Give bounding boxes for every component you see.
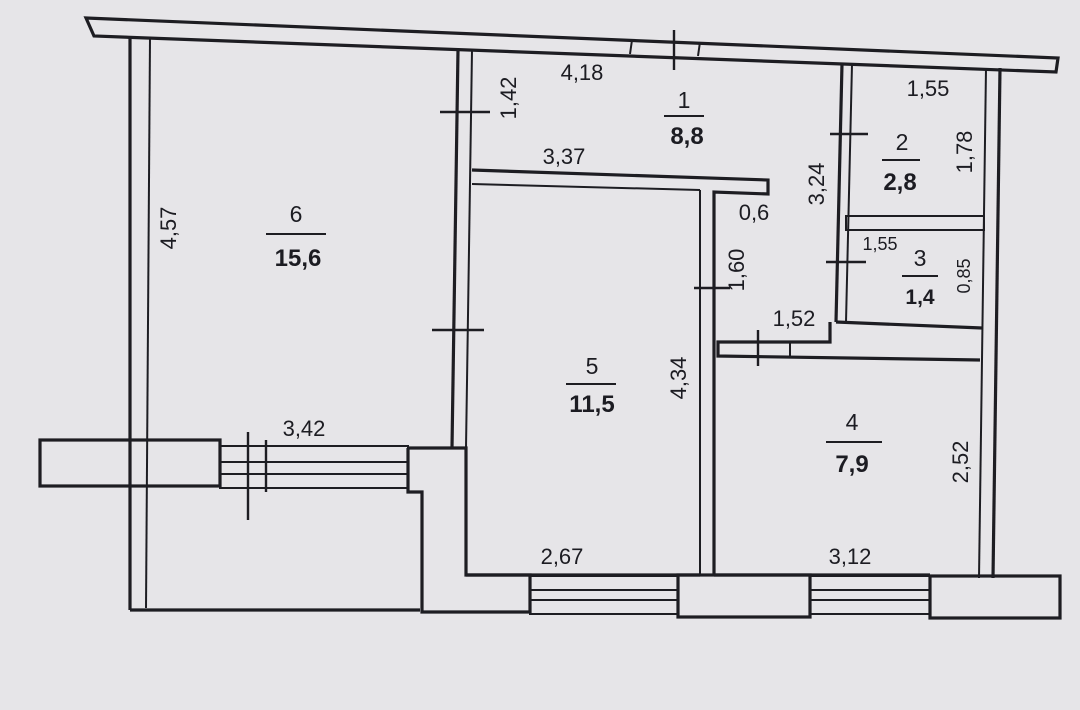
bath-left-wall bbox=[834, 63, 844, 323]
balcony bbox=[38, 432, 532, 614]
dim-r2-height: 1,78 bbox=[952, 131, 977, 174]
dim-r2-width: 1,55 bbox=[907, 76, 950, 101]
pier-5-4 bbox=[676, 573, 812, 619]
dim-r5-height: 4,34 bbox=[666, 357, 691, 400]
top-openings bbox=[629, 30, 701, 70]
room-5-number: 5 bbox=[586, 353, 599, 379]
bath-bottom-wall bbox=[835, 320, 983, 330]
pier-right bbox=[928, 574, 1062, 620]
top-opening-right bbox=[697, 41, 701, 57]
corridor-wall bbox=[471, 168, 770, 575]
wall-6-5-inner bbox=[465, 49, 473, 449]
dim-r4-width: 3,12 bbox=[829, 544, 872, 569]
dim-passage-height: 1,60 bbox=[724, 249, 749, 292]
right-wall-outer bbox=[991, 67, 1002, 579]
room-6-number: 6 bbox=[290, 201, 303, 227]
dim-hall-height: 3,24 bbox=[804, 163, 829, 206]
room-labels: 1 8,8 2 2,8 3 1,4 4 7,9 5 11,5 6 15,6 bbox=[266, 87, 938, 478]
dim-r1-inner: 3,37 bbox=[543, 144, 586, 169]
room-1-area: 8,8 bbox=[670, 123, 703, 150]
top-opening-left bbox=[629, 39, 633, 55]
dim-r3-width: 1,55 bbox=[862, 234, 897, 254]
room-2-area: 2,8 bbox=[883, 169, 916, 196]
room-1-number: 1 bbox=[678, 87, 691, 113]
top-wall bbox=[83, 16, 1060, 74]
dim-r6-width: 3,42 bbox=[283, 416, 326, 441]
dim-passage-width: 1,52 bbox=[773, 306, 816, 331]
window-room5 bbox=[529, 575, 679, 615]
room-5-area: 11,5 bbox=[569, 391, 614, 418]
hall-lower-wall bbox=[716, 322, 981, 362]
wall-6-5-outer bbox=[450, 49, 460, 449]
divider-2-3 bbox=[845, 215, 985, 231]
dim-r4-height: 2,52 bbox=[948, 441, 973, 484]
window-room4 bbox=[809, 575, 931, 615]
outer-walls bbox=[83, 16, 1060, 612]
dimension-labels: 4,57 4,18 1,42 3,37 1,55 1,78 3,24 0,6 1… bbox=[156, 60, 977, 569]
dim-r1-height: 1,42 bbox=[496, 77, 521, 120]
corridor-wall-inner bbox=[471, 183, 701, 191]
room-3-area: 1,4 bbox=[905, 286, 935, 309]
dim-r1-width: 4,18 bbox=[561, 60, 604, 85]
dim-r6-height: 4,57 bbox=[156, 207, 181, 250]
room-6-area: 15,6 bbox=[275, 245, 322, 272]
bath-left-wall-inner bbox=[845, 63, 853, 323]
dim-r3-height: 0,85 bbox=[954, 258, 974, 293]
room-2-number: 2 bbox=[896, 129, 909, 155]
left-wall-inner bbox=[145, 37, 151, 609]
bottom-windows bbox=[529, 573, 1062, 620]
dim-r5-width: 2,67 bbox=[541, 544, 584, 569]
right-wall-inner bbox=[978, 67, 987, 579]
room-3-number: 3 bbox=[914, 245, 927, 271]
room-4-number: 4 bbox=[846, 409, 859, 435]
dim-hall-gap: 0,6 bbox=[739, 200, 770, 225]
balcony-step bbox=[406, 446, 532, 614]
room-4-area: 7,9 bbox=[835, 451, 868, 478]
